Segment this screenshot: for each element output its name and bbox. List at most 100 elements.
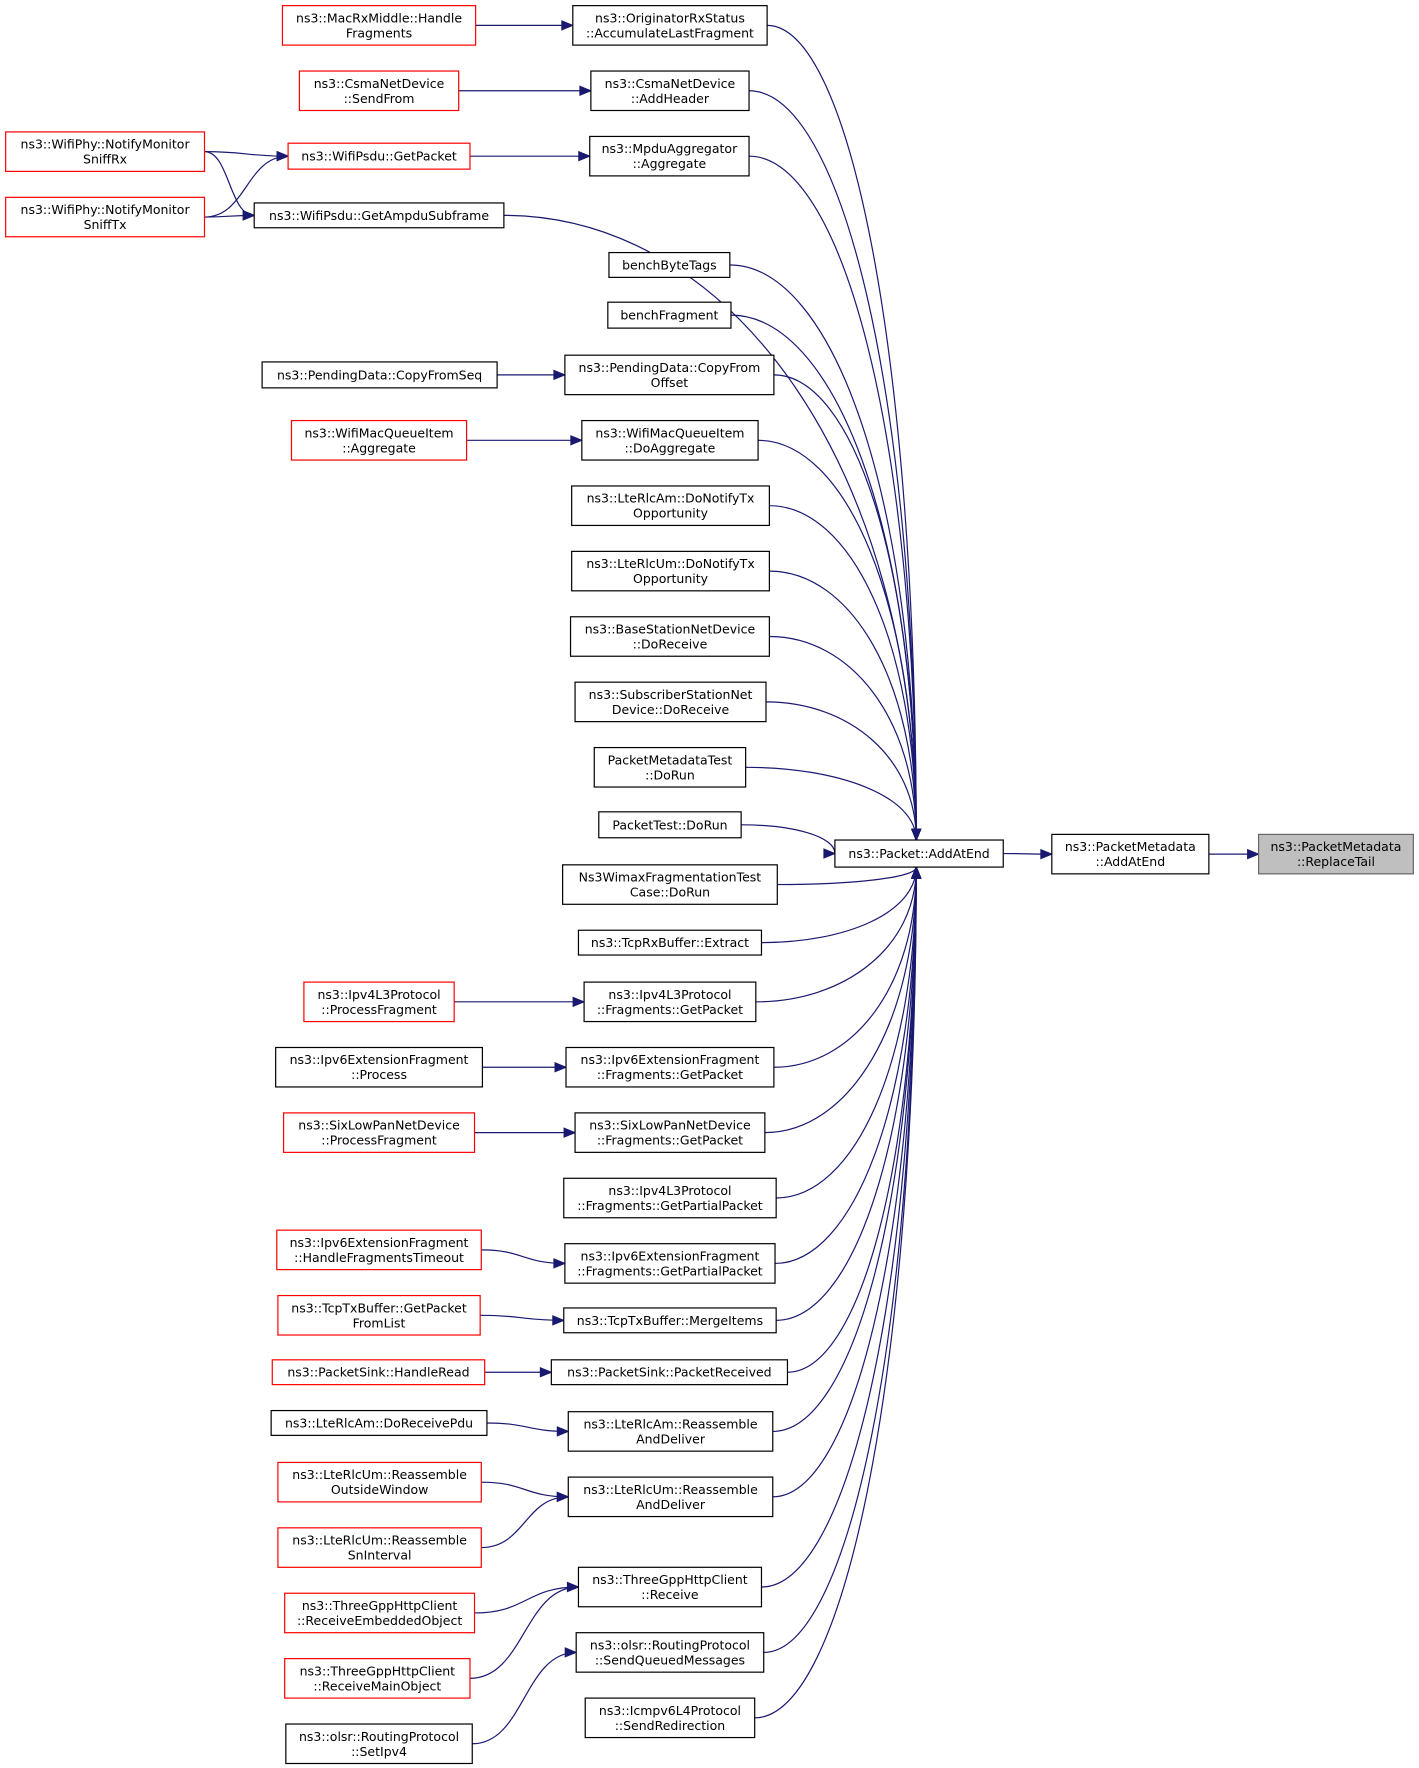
node-n50[interactable]: ns3::Icmpv6L4Protocol::SendRedirection (584, 1697, 756, 1739)
node-label: Case::DoRun (630, 885, 710, 900)
node-box (284, 1658, 471, 1699)
node-n8[interactable]: ns3::MpduAggregator::Aggregate (589, 135, 750, 177)
node-label: benchFragment (620, 308, 718, 323)
node-n39[interactable]: ns3::PacketSink::HandleRead (271, 1359, 486, 1386)
node-n41[interactable]: ns3::LteRlcAm::DoReceivePdu (270, 1409, 488, 1436)
node-n1[interactable]: ns3::PacketMetadata::ReplaceTail (1257, 833, 1414, 875)
node-n27[interactable]: ns3::Ipv4L3Protocol::Fragments::GetPacke… (583, 981, 757, 1023)
node-label: ns3::PacketSink::HandleRead (287, 1365, 469, 1380)
nodes-layer: ns3::PacketMetadata::ReplaceTailns3::Pac… (5, 5, 1414, 1765)
node-label: ns3::WifiPsdu::GetAmpduSubframe (269, 208, 489, 223)
node-label: ns3::LteRlcAm::DoReceivePdu (285, 1415, 473, 1430)
node-box (303, 981, 455, 1023)
node-n9[interactable]: ns3::WifiPsdu::GetPacket (287, 142, 471, 170)
arrowhead-n23-to-n3 (911, 828, 922, 842)
node-n29[interactable]: ns3::Ipv6ExtensionFragment::Fragments::G… (565, 1046, 775, 1088)
node-n33[interactable]: ns3::Ipv4L3Protocol::Fragments::GetParti… (563, 1177, 777, 1219)
edge-n45-to-n3 (761, 867, 917, 1588)
arrowhead-n16-to-n15 (553, 369, 567, 381)
edge-n40-to-n3 (772, 867, 917, 1433)
node-n14[interactable]: benchFragment (607, 301, 732, 329)
node-label: ns3::Ipv4L3Protocol (608, 1183, 731, 1198)
arrowhead-n37-to-n36 (552, 1315, 566, 1326)
arrowhead-n9-to-n8 (578, 150, 592, 162)
node-n31[interactable]: ns3::SixLowPanNetDevice::Fragments::GetP… (574, 1112, 766, 1153)
node-n49[interactable]: ns3::olsr::RoutingProtocol::SetIpv4 (285, 1723, 473, 1765)
node-box (598, 811, 742, 839)
node-n35[interactable]: ns3::Ipv6ExtensionFragment::HandleFragme… (276, 1229, 482, 1271)
node-label: ns3::CsmaNetDevice (605, 76, 736, 91)
edge-n29-to-n3 (773, 867, 917, 1068)
node-n34[interactable]: ns3::Ipv6ExtensionFragment::Fragments::G… (564, 1243, 776, 1284)
edge-n34-to-n3 (775, 867, 917, 1265)
node-label: ns3::LteRlcUm::Reassemble (292, 1533, 467, 1548)
node-n16[interactable]: ns3::PendingData::CopyFromSeq (261, 361, 498, 389)
node-n48[interactable]: ns3::olsr::RoutingProtocol::SendQueuedMe… (575, 1632, 765, 1673)
arrowhead-n12-to-n11 (242, 210, 256, 221)
node-label: ns3::Ipv6ExtensionFragment (290, 1052, 469, 1067)
node-box (564, 354, 775, 396)
node-label: ns3::MpduAggregator (602, 141, 739, 156)
node-box (607, 301, 732, 329)
arrowhead-n24-to-n3 (823, 848, 837, 859)
node-label: ::Aggregate (342, 440, 416, 455)
node-n32[interactable]: ns3::SixLowPanNetDevice::ProcessFragment (282, 1112, 476, 1153)
node-n21[interactable]: ns3::BaseStationNetDevice::DoReceive (569, 616, 770, 657)
node-box (550, 1359, 789, 1386)
node-n28[interactable]: ns3::Ipv4L3Protocol::ProcessFragment (303, 981, 455, 1023)
node-n26[interactable]: ns3::TcpRxBuffer::Extract (577, 929, 763, 956)
node-label: ::HandleFragmentsTimeout (294, 1250, 464, 1265)
edge-n23-to-n3 (745, 766, 917, 841)
arrowhead-n50-to-n3 (911, 865, 922, 879)
node-n38[interactable]: ns3::PacketSink::PacketReceived (550, 1359, 789, 1386)
node-label: ns3::TcpTxBuffer::GetPacket (291, 1300, 467, 1315)
node-n6[interactable]: ns3::CsmaNetDevice::AddHeader (590, 70, 750, 112)
node-n7[interactable]: ns3::CsmaNetDevice::SendFrom (298, 70, 460, 112)
node-n46[interactable]: ns3::ThreeGppHttpClient::ReceiveEmbedded… (284, 1592, 476, 1634)
node-n18[interactable]: ns3::WifiMacQueueItem::Aggregate (290, 419, 468, 461)
node-n3[interactable]: ns3::Packet::AddAtEnd (834, 839, 1004, 868)
node-label: ::DoAggregate (625, 440, 716, 455)
node-box (593, 746, 747, 788)
node-label: ns3::LteRlcUm::Reassemble (583, 1482, 758, 1497)
node-label: ns3::LteRlcAm::Reassemble (584, 1416, 758, 1431)
node-n30[interactable]: ns3::Ipv6ExtensionFragment::Process (275, 1046, 484, 1088)
arrowhead-n12-to-n9 (276, 150, 290, 162)
node-n22[interactable]: ns3::SubscriberStationNetDevice::DoRecei… (574, 681, 767, 723)
node-n5[interactable]: ns3::MacRxMiddle::HandleFragments (281, 5, 477, 46)
node-n45[interactable]: ns3::ThreeGppHttpClient::Receive (577, 1566, 763, 1608)
node-n13[interactable]: benchByteTags (608, 251, 731, 278)
node-box (275, 1046, 484, 1088)
arrowhead-n41-to-n40 (556, 1426, 570, 1437)
node-box (574, 1112, 766, 1153)
node-box (287, 142, 471, 170)
edge-n42-to-n3 (772, 867, 917, 1498)
edge-n12-to-n9 (204, 155, 289, 218)
node-label: ns3::Packet::AddAtEnd (848, 846, 989, 861)
node-n23[interactable]: PacketMetadataTest::DoRun (593, 746, 747, 788)
node-n4[interactable]: ns3::OriginatorRxStatus::AccumulateLastF… (572, 5, 768, 46)
node-n24[interactable]: PacketTest::DoRun (598, 811, 742, 839)
node-label: ns3::BaseStationNetDevice (585, 622, 756, 637)
node-n17[interactable]: ns3::WifiMacQueueItem::DoAggregate (581, 419, 759, 461)
node-n11[interactable]: ns3::WifiPsdu::GetAmpduSubframe (253, 202, 505, 229)
node-box (276, 1229, 482, 1271)
node-n47[interactable]: ns3::ThreeGppHttpClient::ReceiveMainObje… (284, 1658, 471, 1699)
node-n2[interactable]: ns3::PacketMetadata::AddAtEnd (1051, 833, 1210, 875)
node-n36[interactable]: ns3::TcpTxBuffer::MergeItems (563, 1307, 777, 1334)
node-label: ns3::Icmpv6L4Protocol (599, 1703, 741, 1718)
node-label: ns3::ThreeGppHttpClient (592, 1572, 748, 1587)
node-label: ns3::LteRlcUm::Reassemble (292, 1467, 467, 1482)
